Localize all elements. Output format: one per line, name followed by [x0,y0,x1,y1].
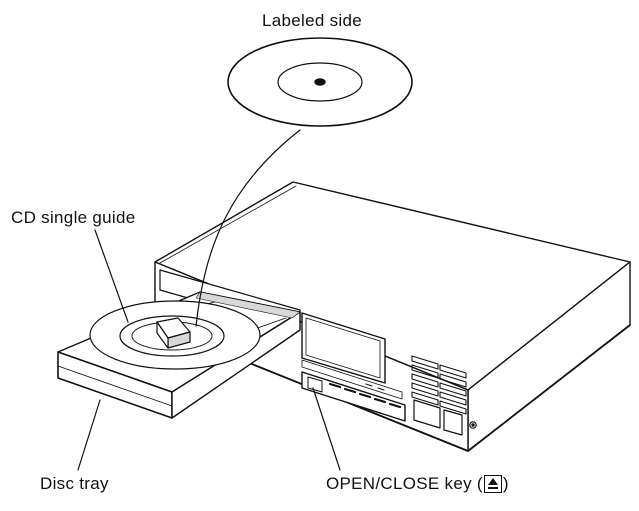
leader-cd-single-guide [95,230,128,322]
label-labeled-side: Labeled side [262,11,363,30]
eject-icon [483,475,502,493]
button-grid [412,356,466,414]
open-close-key-outline [308,377,322,392]
leader-open-close-key [313,388,340,470]
label-open-close-key: OPEN/CLOSE key () [326,474,509,494]
front-panel [302,313,476,435]
disc-center-hole [315,79,325,85]
leader-labeled-side [196,130,300,326]
label-disc-tray: Disc tray [40,474,109,493]
disc-tray [58,292,300,418]
floating-disc [228,38,412,126]
leader-lines [78,130,340,470]
label-cd-single-guide: CD single guide [11,208,136,227]
leader-disc-tray [78,400,100,470]
open-close-label-text: OPEN/CLOSE key ( [326,474,483,493]
power-knob [470,422,476,428]
open-close-label-close-paren: ) [502,474,509,493]
key-row [302,372,405,421]
